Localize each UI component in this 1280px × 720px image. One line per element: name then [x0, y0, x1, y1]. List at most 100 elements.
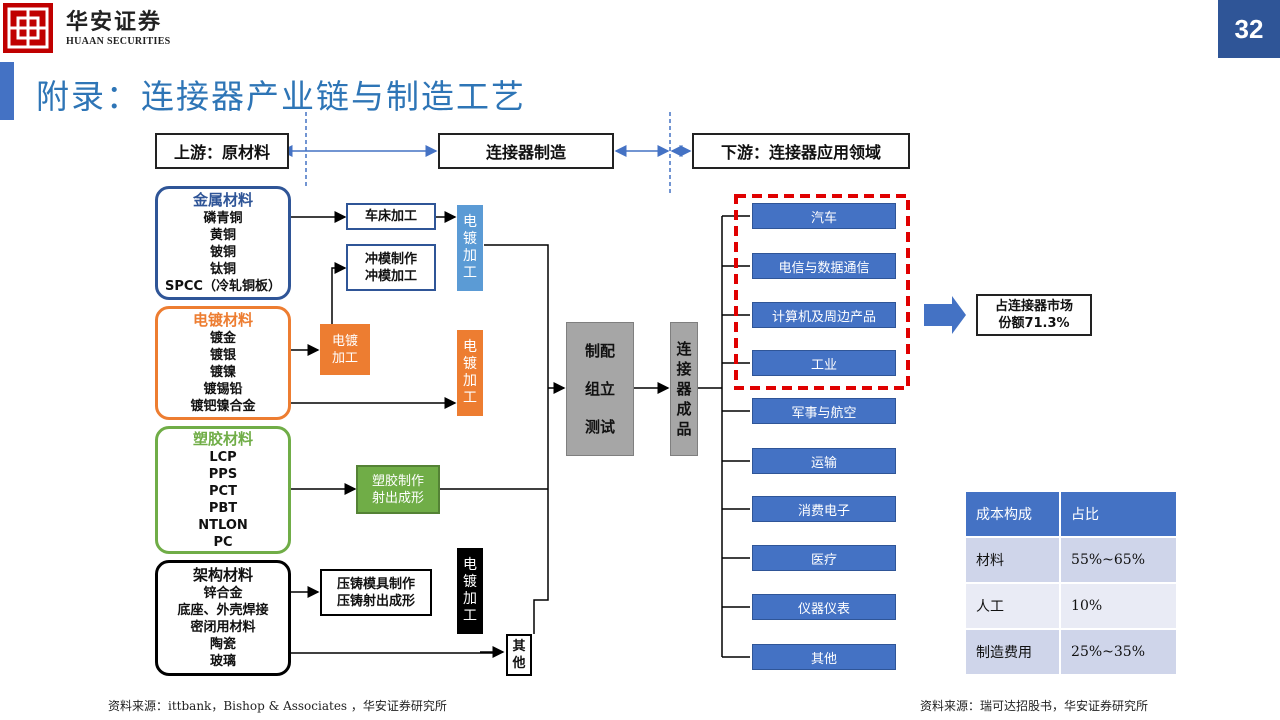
- stamping-process-box: 冲模制作 冲模加工: [346, 244, 436, 291]
- plating-bar-black: 电 镀 加 工: [457, 548, 483, 634]
- plating-materials-box: 电镀材料 镀金 镀银 镀镍 镀锡铅 镀钯镍合金: [155, 306, 291, 420]
- material-item: 磷青铜: [203, 211, 243, 226]
- die-cast-process-box: 压铸模具制作 压铸射出成形: [320, 569, 432, 616]
- application-other: 其他: [752, 644, 896, 670]
- material-item: 钛铜: [209, 262, 236, 277]
- bar-char: 镀: [463, 356, 477, 372]
- source-note-right: 资料来源：瑞可达招股书，华安证券研究所: [920, 699, 1149, 713]
- material-item: PPS: [208, 466, 238, 482]
- source-note-left: 资料来源：ittbank，Bishop & Associates ，华安证券研究…: [108, 699, 447, 713]
- metal-materials-box: 金属材料 磷青铜 黄铜 铍铜 钛铜 SPCC（冷轧铜板）: [155, 186, 291, 300]
- material-item: 黄铜: [209, 228, 236, 243]
- material-item: 镀镍: [209, 365, 236, 380]
- process-line: 射出成形: [371, 490, 424, 506]
- bar-char: 加: [463, 373, 477, 389]
- bar-char: 电: [463, 339, 477, 355]
- market-share-box: 占连接器市场 份额71.3%: [976, 294, 1092, 336]
- material-item: LCP: [209, 449, 237, 465]
- process-line: 他: [512, 656, 526, 671]
- assembly-test-box: 制配 组立 测试: [566, 322, 634, 456]
- market-share-value: 份额71.3%: [998, 316, 1070, 331]
- frame-materials-title: 架构材料: [192, 566, 253, 584]
- material-item: 镀锡铅: [203, 382, 243, 397]
- plastic-molding-box: 塑胶制作 射出成形: [356, 465, 440, 514]
- application-telecom: 电信与数据通信: [752, 253, 896, 279]
- plating-bar-blue: 电 镀 加 工: [457, 205, 483, 291]
- plastic-materials-title: 塑胶材料: [192, 429, 253, 448]
- title-accent-bar: [0, 62, 14, 120]
- finished-char: 器: [676, 380, 692, 398]
- plating-process-box: 电镀 加工: [320, 324, 370, 375]
- material-item: PC: [213, 534, 233, 550]
- market-share-line: 占连接器市场: [994, 299, 1073, 314]
- application-computer: 计算机及周边产品: [752, 302, 896, 328]
- bar-char: 镀: [463, 574, 477, 590]
- page-title: 附录：连接器产业链与制造工艺: [36, 77, 526, 116]
- application-consumer-electronics: 消费电子: [752, 496, 896, 522]
- process-line: 冲模加工: [364, 268, 417, 284]
- finished-char: 成: [676, 400, 692, 418]
- plating-materials-title: 电镀材料: [192, 311, 253, 329]
- finished-char: 品: [676, 420, 692, 438]
- assembly-step: 组立: [584, 380, 615, 398]
- material-item: 镀银: [209, 348, 236, 363]
- bar-char: 加: [463, 248, 477, 264]
- table-header-cell: 成本构成: [963, 490, 1062, 538]
- finished-char: 连: [676, 340, 692, 358]
- bar-char: 镀: [463, 231, 477, 247]
- table-cell: 25%~35%: [1059, 628, 1178, 676]
- process-line: 加工: [331, 350, 358, 366]
- table-cell: 人工: [963, 582, 1062, 630]
- brand-name-cn: 华安证券: [66, 9, 163, 35]
- table-header-row: 成本构成 占比: [963, 490, 1178, 538]
- material-item: 镀钯镍合金: [190, 399, 256, 414]
- stage-upstream: 上游：原材料: [155, 133, 289, 169]
- finished-connector-box: 连 接 器 成 品: [670, 322, 698, 456]
- application-instrumentation: 仪器仪表: [752, 594, 896, 620]
- bar-char: 电: [463, 557, 477, 573]
- plastic-materials-box: 塑胶材料 LCP PPS PCT PBT NTLON PC: [155, 426, 291, 554]
- process-line: 压铸射出成形: [336, 593, 415, 609]
- material-item: PBT: [208, 500, 238, 516]
- brand-logo-icon: [3, 3, 53, 53]
- material-item: 陶瓷: [209, 637, 236, 652]
- stage-manufacturing: 连接器制造: [438, 133, 614, 169]
- table-cell: 制造费用: [963, 628, 1062, 676]
- process-line: 塑胶制作: [371, 473, 424, 489]
- material-item: NTLON: [198, 517, 248, 533]
- application-transport: 运输: [752, 448, 896, 474]
- table-cell: 55%~65%: [1059, 536, 1178, 584]
- brand-name-en: HUAAN SECURITIES: [66, 36, 171, 47]
- page-number: 32: [1218, 0, 1280, 58]
- process-line: 冲模制作: [364, 251, 417, 267]
- bar-char: 工: [463, 608, 477, 624]
- material-item: 玻璃: [209, 654, 236, 669]
- material-item: 底座、外壳焊接: [177, 603, 269, 618]
- market-share-arrow: [924, 296, 966, 334]
- table-row: 人工 10%: [963, 582, 1178, 630]
- metal-materials-title: 金属材料: [192, 191, 253, 209]
- table-cell: 10%: [1059, 582, 1178, 630]
- other-process-box: 其 他: [506, 634, 532, 676]
- assembly-step: 测试: [584, 418, 615, 436]
- bar-char: 工: [463, 390, 477, 406]
- cost-structure-table: 成本构成 占比 材料 55%~65% 人工 10% 制造费用 25%~35%: [963, 490, 1178, 676]
- plating-bar-orange: 电 镀 加 工: [457, 330, 483, 416]
- frame-materials-box: 架构材料 锌合金 底座、外壳焊接 密闭用材料 陶瓷 玻璃: [155, 560, 291, 676]
- process-line: 其: [512, 639, 526, 654]
- highlight-dashed-frame: [734, 194, 910, 390]
- material-item: 镀金: [209, 331, 236, 346]
- material-item: SPCC（冷轧铜板）: [165, 279, 281, 294]
- bar-char: 电: [463, 214, 477, 230]
- application-auto: 汽车: [752, 203, 896, 229]
- lathe-process-box: 车床加工: [346, 203, 436, 230]
- stage-downstream: 下游：连接器应用领域: [692, 133, 910, 169]
- table-row: 材料 55%~65%: [963, 536, 1178, 584]
- process-line: 电镀: [331, 333, 358, 349]
- bar-char: 加: [463, 591, 477, 607]
- bar-char: 工: [463, 265, 477, 281]
- material-item: 锌合金: [203, 586, 243, 601]
- process-line: 压铸模具制作: [336, 576, 415, 592]
- table-header-cell: 占比: [1059, 490, 1178, 538]
